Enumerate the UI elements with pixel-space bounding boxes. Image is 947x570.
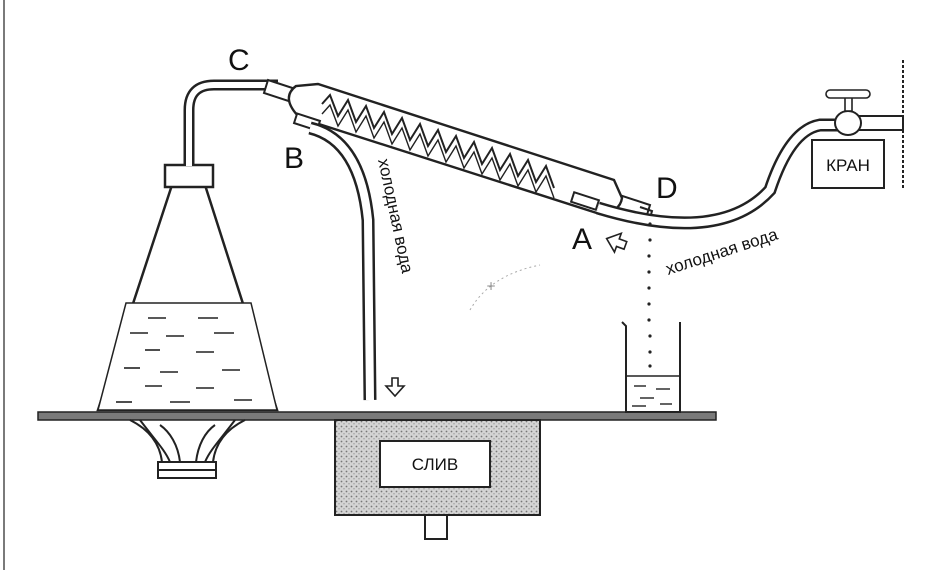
cold-water-out-label: холодная вода (374, 157, 417, 276)
faint-arc (469, 264, 541, 311)
inlet-nozzle-a (569, 190, 601, 212)
drain-label-box (379, 440, 491, 488)
burner (129, 419, 246, 479)
vapor-tube (183, 79, 278, 166)
faint-crosshair: + (486, 279, 496, 293)
drain-sink: СЛИВ (334, 419, 541, 540)
distillate-drips (647, 222, 652, 368)
cold-water-in-label: холодная вода (663, 225, 780, 279)
flask (96, 163, 279, 412)
inlet-flow-arrow (605, 231, 628, 254)
flask-stopper (163, 163, 215, 189)
point-d-label: D (656, 172, 678, 205)
point-a-label: A (572, 223, 592, 256)
drain-hose (308, 121, 377, 401)
tap-handle (825, 89, 871, 99)
drain-outlet (424, 514, 448, 540)
point-b-label: B (284, 142, 304, 175)
tap-label-box (811, 139, 885, 189)
point-c-label: C (228, 44, 250, 77)
drain-label: СЛИВ (412, 455, 458, 474)
condenser-coil (321, 93, 555, 189)
beaker (621, 321, 681, 413)
tap: КРАН (811, 89, 904, 189)
tabletop (37, 411, 717, 421)
condenser (262, 78, 654, 223)
drain-flow-arrow (384, 377, 406, 398)
tap-label: КРАН (826, 156, 870, 175)
